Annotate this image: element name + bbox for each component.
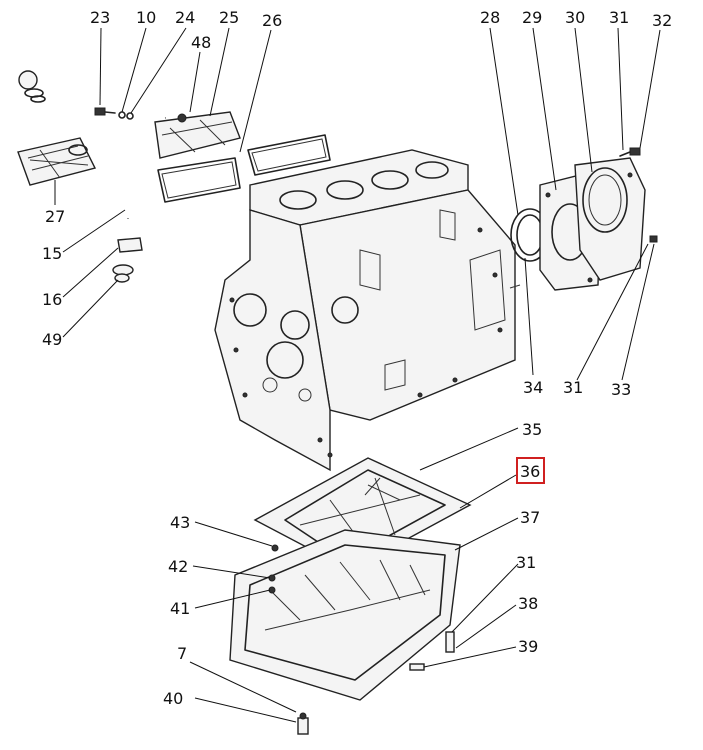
callout-labels: 23 10 24 25 26 48 27 15 16 49 28 29 30 3… bbox=[42, 8, 672, 708]
engine-block bbox=[214, 149, 521, 472]
callout-29: 29 bbox=[522, 8, 542, 27]
tappet-cover-25 bbox=[154, 111, 241, 159]
callout-41: 41 bbox=[170, 599, 190, 618]
bolt-23 bbox=[94, 107, 134, 120]
callout-23: 23 bbox=[90, 8, 110, 27]
callout-31-top: 31 bbox=[609, 8, 629, 27]
callout-10: 10 bbox=[136, 8, 156, 27]
callout-30: 30 bbox=[565, 8, 585, 27]
callout-26: 26 bbox=[262, 11, 282, 30]
breather-pipe-15 bbox=[126, 116, 166, 219]
callout-27: 27 bbox=[45, 207, 65, 226]
highlight-box-36 bbox=[516, 457, 545, 484]
callout-48: 48 bbox=[191, 33, 211, 52]
callout-34: 34 bbox=[523, 378, 543, 397]
callout-36: 36 bbox=[520, 462, 540, 481]
callout-31-right: 31 bbox=[563, 378, 583, 397]
callout-31-bottom: 31 bbox=[516, 553, 536, 572]
callout-25: 25 bbox=[219, 8, 239, 27]
callout-43: 43 bbox=[170, 513, 190, 532]
callout-16: 16 bbox=[42, 290, 62, 309]
oil-pan bbox=[229, 529, 461, 701]
bolt-38 bbox=[445, 631, 455, 653]
callout-32: 32 bbox=[652, 11, 672, 30]
callout-24: 24 bbox=[175, 8, 195, 27]
bolt-33 bbox=[649, 235, 658, 243]
filler-cap bbox=[18, 70, 46, 103]
callout-37: 37 bbox=[520, 508, 540, 527]
callout-35: 35 bbox=[522, 420, 542, 439]
callout-38: 38 bbox=[518, 594, 538, 613]
callout-39: 39 bbox=[518, 637, 538, 656]
drain-plug-40 bbox=[297, 712, 309, 735]
callout-33: 33 bbox=[611, 380, 631, 399]
gasket-26 bbox=[157, 134, 331, 203]
callout-15: 15 bbox=[42, 244, 62, 263]
callout-42: 42 bbox=[168, 557, 188, 576]
callout-7: 7 bbox=[177, 644, 187, 663]
clip-16 bbox=[112, 237, 143, 283]
callout-28: 28 bbox=[480, 8, 500, 27]
side-cover-27 bbox=[17, 137, 97, 186]
callout-40: 40 bbox=[163, 689, 183, 708]
callout-49: 49 bbox=[42, 330, 62, 349]
leader-lines bbox=[54, 27, 661, 723]
bolt-39 bbox=[409, 663, 425, 671]
rear-cover-30 bbox=[574, 157, 646, 281]
bolt-32 bbox=[619, 147, 641, 157]
